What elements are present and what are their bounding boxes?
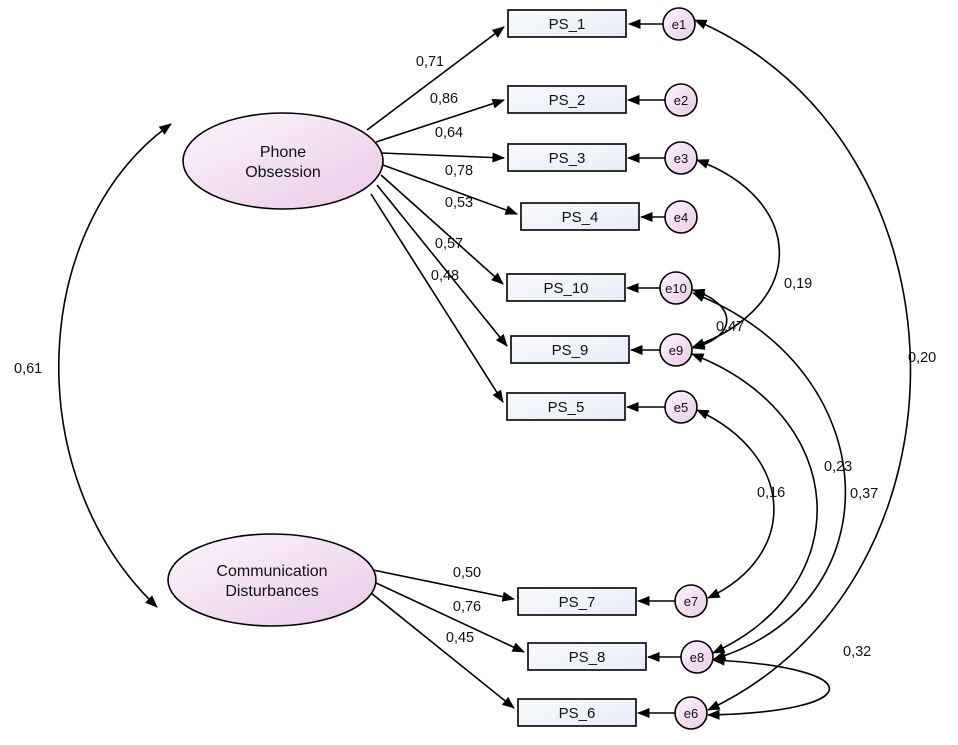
latent-node-communication-disturbances xyxy=(167,533,377,627)
indicator-node-ps4 xyxy=(520,202,640,231)
indicator-label-ps8: PS_8 xyxy=(569,649,606,666)
loading-arrow-ps10 xyxy=(380,174,504,285)
covariance-curve-e9-e8 xyxy=(691,353,818,654)
error-label-e6: e6 xyxy=(684,706,698,721)
loading-label-ps6: 0,45 xyxy=(446,630,474,646)
covariance-label-e5-e7: 0,16 xyxy=(757,485,785,501)
indicator-label-ps1: PS_1 xyxy=(549,16,586,33)
loading-label-ps1: 0,71 xyxy=(416,54,444,70)
loading-arrow-ps8 xyxy=(373,581,525,653)
indicator-label-ps7: PS_7 xyxy=(559,594,596,611)
loading-label-ps5: 0,48 xyxy=(431,268,459,284)
loading-arrow-ps3 xyxy=(380,152,505,163)
error-node-e8 xyxy=(680,640,714,674)
error-label-e3: e3 xyxy=(674,151,688,166)
indicator-node-ps2 xyxy=(507,85,627,114)
covariance-curve-e10-e8 xyxy=(692,292,847,661)
error-node-e7 xyxy=(674,584,708,618)
indicator-node-ps9 xyxy=(510,335,630,364)
covariance-label-e1-e6: 0,20 xyxy=(908,350,936,366)
latent-label-comm-line2: Disturbances xyxy=(225,583,318,600)
covariance-curve-e5-e7 xyxy=(696,409,775,599)
covariance-curve-e3-e9 xyxy=(692,159,780,348)
indicator-label-ps10: PS_10 xyxy=(543,280,588,297)
covariance-label-e3-e9: 0,19 xyxy=(784,276,812,292)
error-node-e3 xyxy=(664,141,698,175)
loading-arrow-ps6 xyxy=(370,592,515,709)
indicator-label-ps2: PS_2 xyxy=(549,92,586,109)
covariance-label-e10-e8: 0,37 xyxy=(850,486,878,502)
loading-arrow-ps1 xyxy=(366,26,505,131)
error-label-e7: e7 xyxy=(684,594,698,609)
error-label-e8: e8 xyxy=(690,650,704,665)
indicator-label-ps9: PS_9 xyxy=(552,342,589,359)
error-label-e1: e1 xyxy=(672,17,686,32)
error-node-e10 xyxy=(659,271,693,305)
latent-label-comm-line1: Communication xyxy=(216,563,327,580)
loading-label-ps2: 0,86 xyxy=(430,91,458,107)
loading-arrow-ps4 xyxy=(382,164,518,215)
indicator-node-ps6 xyxy=(517,698,637,727)
error-node-e1 xyxy=(662,7,696,41)
error-label-e2: e2 xyxy=(674,93,688,108)
loading-label-ps8: 0,76 xyxy=(453,599,481,615)
loading-label-ps9: 0,57 xyxy=(435,236,463,252)
loading-label-ps3: 0,64 xyxy=(435,125,463,141)
covariance-curve-e8-e6 xyxy=(707,655,831,720)
loading-label-ps7: 0,50 xyxy=(453,565,481,581)
error-node-e9 xyxy=(659,333,693,367)
loading-arrow-ps5 xyxy=(370,193,504,403)
error-label-e9: e9 xyxy=(669,343,683,358)
indicator-node-ps8 xyxy=(527,642,647,671)
loading-arrow-ps2 xyxy=(375,98,505,143)
error-node-e4 xyxy=(664,200,698,234)
loading-label-ps4: 0,78 xyxy=(445,163,473,179)
indicator-label-ps3: PS_3 xyxy=(549,150,586,167)
covariance-label-e8-e6: 0,32 xyxy=(843,644,871,660)
covariance-curve-e1-e6 xyxy=(694,19,912,711)
error-label-e5: e5 xyxy=(674,400,688,415)
covariance-label-e9-e8: 0,23 xyxy=(824,459,852,475)
indicator-node-ps10 xyxy=(506,273,626,302)
error-node-e6 xyxy=(674,696,708,730)
covariance-label-phone-comm: 0,61 xyxy=(14,361,42,377)
loading-label-ps10: 0,53 xyxy=(445,195,473,211)
loading-arrow-ps9 xyxy=(376,184,508,347)
latent-label-phone-line2: Obsession xyxy=(245,164,321,181)
indicator-label-ps4: PS_4 xyxy=(562,209,599,226)
indicator-node-ps5 xyxy=(506,392,626,421)
indicator-node-ps7 xyxy=(517,587,637,616)
latent-node-phone-obsession xyxy=(182,112,384,210)
indicator-node-ps1 xyxy=(507,9,627,38)
loading-arrow-ps7 xyxy=(372,569,515,602)
error-node-e2 xyxy=(664,83,698,117)
latent-label-phone-line1: Phone xyxy=(260,144,306,161)
covariance-curve-phone-comm xyxy=(57,123,172,608)
error-node-e5 xyxy=(664,390,698,424)
error-label-e4: e4 xyxy=(674,210,688,225)
indicator-label-ps5: PS_5 xyxy=(548,399,585,416)
error-label-e10: e10 xyxy=(665,281,687,296)
indicator-node-ps3 xyxy=(507,143,627,172)
indicator-label-ps6: PS_6 xyxy=(559,705,596,722)
covariance-label-e10-e9: 0,47 xyxy=(716,319,744,335)
